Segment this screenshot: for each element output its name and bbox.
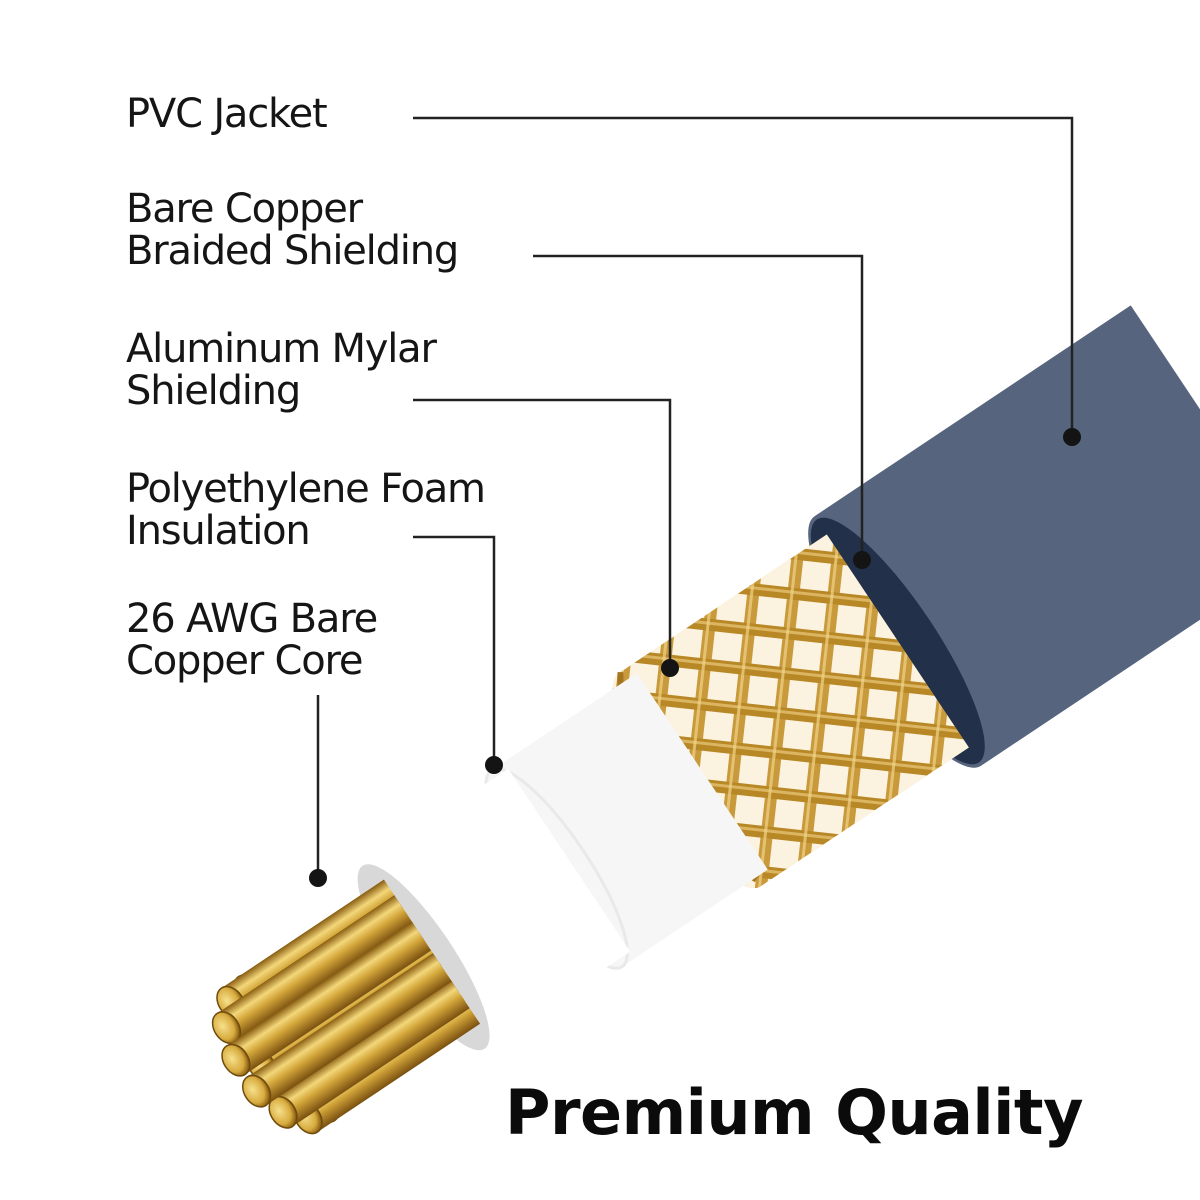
label-foam-insulation-line-1: Polyethylene Foam [126, 466, 486, 512]
label-mylar-shielding: Aluminum Mylar Shielding [126, 326, 437, 414]
dot-mylar-shielding [661, 659, 679, 677]
headline-premium-quality: Premium Quality [505, 1076, 1084, 1149]
copper-strand-19 [226, 922, 432, 1075]
label-braided-shielding-line-2: Braided Shielding [126, 228, 459, 274]
leader-dots [309, 428, 1081, 887]
label-pvc-jacket: PVC Jacket [126, 91, 328, 137]
label-mylar-shielding-line-2: Shielding [126, 368, 301, 414]
leader-line-mylar-shielding [413, 398, 672, 668]
label-braided-shielding: Bare Copper Braided Shielding [126, 186, 459, 274]
leader-lines [316, 116, 1074, 878]
copper-strand-18 [247, 953, 452, 1106]
dot-pvc-jacket [1063, 428, 1081, 446]
copper-strand-end-18 [241, 1074, 272, 1108]
label-foam-insulation: Polyethylene Foam Insulation [126, 466, 486, 554]
label-foam-insulation-line-2: Insulation [126, 508, 311, 554]
dot-foam-insulation [485, 756, 503, 774]
label-copper-core-line-1: 26 AWG Bare [126, 596, 378, 642]
label-braided-shielding-line-1: Bare Copper [126, 186, 363, 232]
label-pvc-jacket-line-1: PVC Jacket [126, 91, 328, 137]
label-copper-core-line-2: Copper Core [126, 638, 364, 684]
leader-line-pvc-jacket [413, 116, 1074, 437]
dot-copper-core [309, 869, 327, 887]
leader-line-braided-shielding [533, 254, 864, 560]
label-mylar-shielding-line-1: Aluminum Mylar [126, 326, 437, 372]
copper-strand-end-19 [221, 1043, 251, 1077]
copper-strand-16 [273, 979, 470, 1127]
copper-core-rods [211, 879, 480, 1135]
leader-line-foam-insulation [413, 535, 496, 765]
label-copper-core: 26 AWG Bare Copper Core [126, 596, 378, 684]
copper-strand-17 [217, 895, 414, 1042]
dot-braided-shielding [853, 551, 871, 569]
